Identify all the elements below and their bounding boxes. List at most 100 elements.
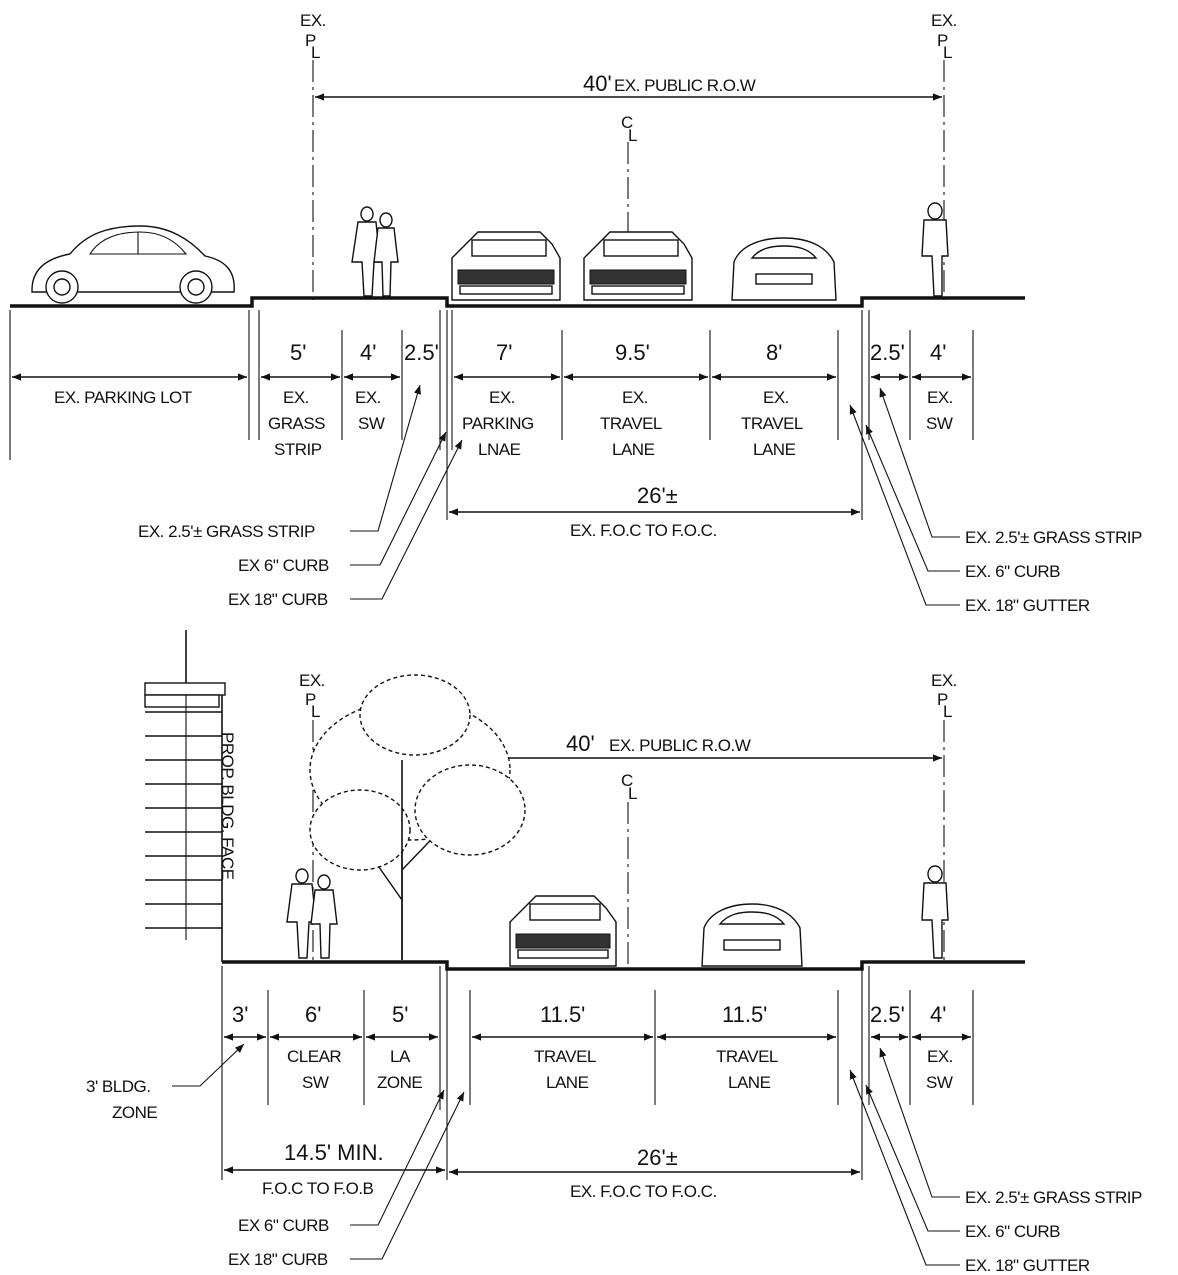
building-facade-figure: PROP. BLDG. FACE <box>144 630 237 962</box>
top-centerline: C L <box>621 113 638 300</box>
building-face-label: PROP. BLDG. FACE <box>218 732 237 880</box>
bldg-zone-callout: 3' BLDG. ZONE <box>86 1043 245 1122</box>
foc-dim-label: EX. F.O.C TO F.O.C. <box>570 1182 717 1201</box>
fob-dim-value: 14.5' MIN. <box>284 1140 384 1165</box>
proposed-section: PROP. BLDG. FACE EX. P L EX. P L 40' EX.… <box>86 630 1143 1275</box>
callout-grass-strip: EX. 2.5'± GRASS STRIP <box>138 522 315 541</box>
pl-symbol-sub: L <box>943 702 952 721</box>
cl-symbol: C <box>621 771 633 790</box>
pl-label: EX. <box>931 671 957 690</box>
callout-grass-strip: EX. 2.5'± GRASS STRIP <box>965 528 1142 547</box>
callout-6in-curb: EX. 6" CURB <box>965 562 1060 581</box>
foc-dim-value: 26'± <box>637 483 678 508</box>
sw-left-label-2: SW <box>358 414 385 433</box>
top-zone-dimensions: 5' 4' 2.5' 7' 9.5' 8' 2.5' 4' <box>290 340 946 365</box>
bottom-right-callouts: EX. 2.5'± GRASS STRIP EX. 6" CURB EX. 18… <box>849 1047 1143 1275</box>
travel1-label-3: LANE <box>612 440 655 459</box>
bldg-zone-label-1: 3' BLDG. <box>86 1077 150 1096</box>
foc-dim-label: EX. F.O.C TO F.O.C. <box>570 521 717 540</box>
pl-symbol-sub: L <box>311 43 320 62</box>
dim-bldg-zone: 3' <box>232 1002 248 1027</box>
sports-car-rear-figure <box>731 237 837 301</box>
callout-grass-strip: EX. 2.5'± GRASS STRIP <box>965 1188 1142 1207</box>
bottom-foc-dimension: 26'± EX. F.O.C TO F.O.C. <box>449 1145 860 1201</box>
row-dim-value: 40' <box>566 731 595 756</box>
dim-small-grass: 2.5' <box>404 340 439 365</box>
pl-symbol: P <box>305 31 316 50</box>
sw-right-label-1: EX. <box>927 388 953 407</box>
dim-right-grass: 2.5' <box>870 340 905 365</box>
pl-symbol: P <box>937 690 948 709</box>
bottom-ground-profile <box>222 960 1025 971</box>
pedestrian-couple-figure <box>351 206 399 297</box>
travel2-label-1: TRAVEL <box>716 1047 778 1066</box>
street-tree-figure <box>309 674 526 960</box>
parking-label-2: PARKING <box>462 414 534 433</box>
bottom-zone-dimensions: 3' 6' 5' 11.5' 11.5' 2.5' 4' <box>232 1002 946 1027</box>
bottom-right-property-line: EX. P L <box>931 671 957 960</box>
pl-symbol: P <box>937 31 948 50</box>
callout-18in-curb: EX 18" CURB <box>228 1250 328 1269</box>
dim-travel-lane-2: 11.5' <box>722 1002 767 1027</box>
callout-6in-curb: EX 6" CURB <box>238 1216 329 1235</box>
top-zone-labels: EX. PARKING LOT EX. GRASS STRIP EX. SW E… <box>54 388 953 459</box>
travel2-label-2: TRAVEL <box>741 414 803 433</box>
parking-label-3: LNAE <box>478 440 521 459</box>
grass-label-3: STRIP <box>274 440 322 459</box>
grass-label-2: GRASS <box>268 414 325 433</box>
cl-symbol-sub: L <box>628 784 637 803</box>
beetle-car-figure <box>31 225 235 304</box>
dim-la-zone: 5' <box>392 1002 408 1027</box>
sedan-rear-figure <box>509 895 617 967</box>
sw-right-label-1: EX. <box>927 1047 953 1066</box>
pl-label: EX. <box>300 11 326 30</box>
pedestrian-figure <box>921 865 949 959</box>
travel1-label-2: LANE <box>546 1073 589 1092</box>
top-right-property-line: EX. P L <box>931 11 957 300</box>
top-ground-profile <box>10 296 1025 308</box>
callout-18in-curb: EX 18" CURB <box>228 590 328 609</box>
top-row-dimension: 40' EX. PUBLIC R.O.W <box>315 71 942 101</box>
callout-6in-curb: EX. 6" CURB <box>965 1222 1060 1241</box>
row-dim-label: EX. PUBLIC R.O.W <box>609 736 751 755</box>
pl-symbol-sub: L <box>943 43 952 62</box>
callout-18in-gutter: EX. 18" GUTTER <box>965 596 1090 615</box>
top-left-property-line: EX. P L <box>300 11 326 300</box>
travel1-label-1: TRAVEL <box>534 1047 596 1066</box>
top-left-callouts: EX. 2.5'± GRASS STRIP EX 6" CURB EX 18" … <box>138 384 463 609</box>
row-dim-value: 40' <box>583 71 612 96</box>
bottom-centerline: C L <box>621 771 638 966</box>
dim-right-sidewalk: 4' <box>930 1002 946 1027</box>
pl-label: EX. <box>931 11 957 30</box>
dim-right-grass: 2.5' <box>870 1002 905 1027</box>
dim-grass-strip: 5' <box>290 340 306 365</box>
travel1-label-1: EX. <box>622 388 648 407</box>
sedan-rear-figure <box>583 231 693 301</box>
clear-sw-label-2: SW <box>302 1073 329 1092</box>
bldg-zone-label-2: ZONE <box>112 1103 157 1122</box>
cl-symbol-sub: L <box>628 126 637 145</box>
existing-section: EX. P L EX. P L 40' EX. PUBLIC R.O.W C L <box>9 11 1143 615</box>
travel2-label-1: EX. <box>763 388 789 407</box>
sedan-rear-figure <box>451 231 561 301</box>
sw-right-label-2: SW <box>926 1073 953 1092</box>
travel1-label-2: TRAVEL <box>600 414 662 433</box>
bottom-zone-ticks <box>221 966 974 1180</box>
clear-sw-label-1: CLEAR <box>287 1047 341 1066</box>
travel2-label-2: LANE <box>728 1073 771 1092</box>
travel2-label-3: LANE <box>753 440 796 459</box>
pl-symbol-sub: L <box>311 702 320 721</box>
dim-travel-lane-1: 11.5' <box>540 1002 585 1027</box>
sports-car-rear-figure <box>701 903 803 967</box>
foc-dim-value: 26'± <box>637 1145 678 1170</box>
callout-6in-curb: EX 6" CURB <box>238 556 329 575</box>
sw-right-label-2: SW <box>926 414 953 433</box>
pedestrian-couple-figure <box>286 868 338 959</box>
dim-clear-sw: 6' <box>305 1002 321 1027</box>
bottom-left-callouts: EX 6" CURB EX 18" CURB <box>228 1089 465 1269</box>
fob-dim-label: F.O.C TO F.O.B <box>262 1179 374 1198</box>
grass-label-1: EX. <box>283 388 309 407</box>
dim-travel-lane-2: 8' <box>766 340 782 365</box>
callout-18in-gutter: EX. 18" GUTTER <box>965 1256 1090 1275</box>
